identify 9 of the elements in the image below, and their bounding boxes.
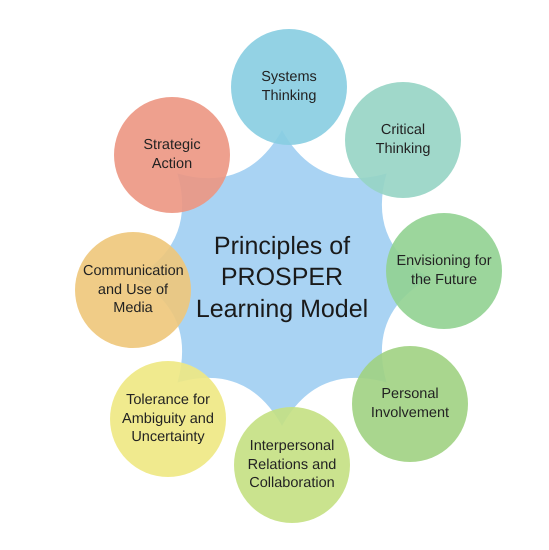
node-text: Critical Thinking bbox=[374, 121, 432, 159]
node-text: Systems Thinking bbox=[260, 68, 318, 106]
node-text: Envisioning for the Future bbox=[395, 252, 493, 290]
node-text: Strategic Action bbox=[142, 136, 202, 174]
node-text: Personal Involvement bbox=[370, 385, 450, 423]
node-text: Tolerance for Ambiguity and Uncertainty bbox=[121, 390, 215, 448]
node-text: Interpersonal Relations and Collaboration bbox=[246, 436, 338, 494]
center-title: Principles of PROSPER Learning Model bbox=[194, 231, 370, 325]
node-text: Communication and Use of Media bbox=[83, 262, 183, 318]
